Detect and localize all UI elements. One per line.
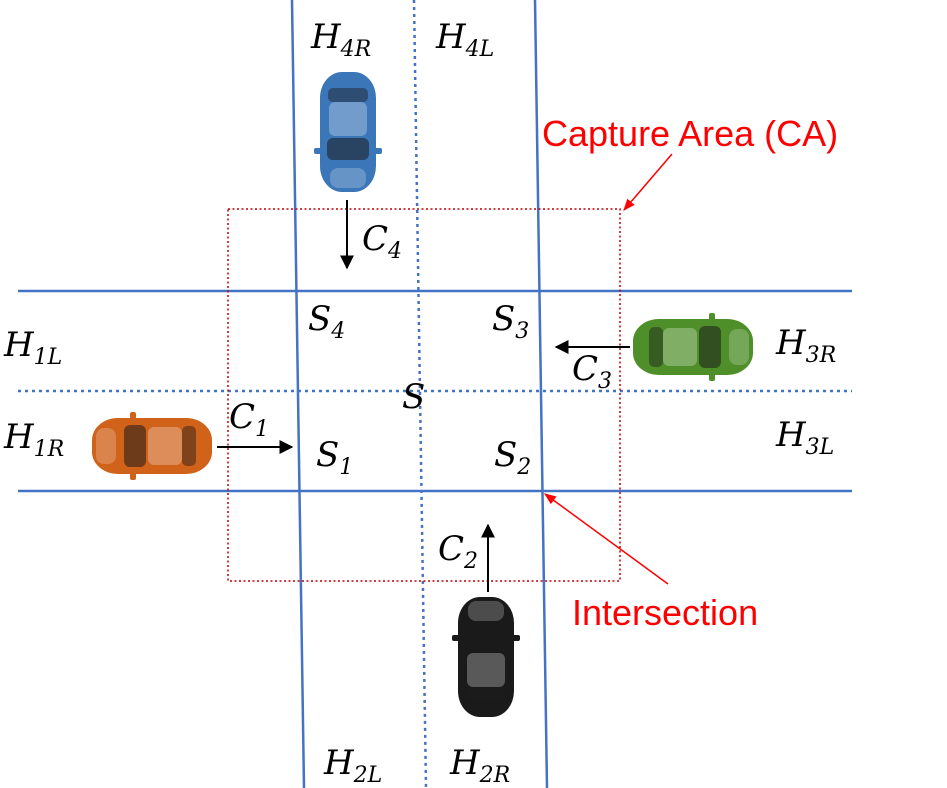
lane-label-h2r: H2R	[449, 743, 510, 788]
intersection-label: Intersection	[572, 592, 758, 633]
sector-label-s1: S1	[316, 435, 353, 480]
motion-label-c2: C2	[438, 529, 478, 574]
car-green-east	[633, 313, 753, 381]
road-left-edge	[290, 0, 306, 788]
road-vertical-center	[412, 0, 428, 788]
center-label-s: S	[402, 377, 425, 417]
sector-label-s2: S2	[494, 435, 531, 480]
sector-label-s4: S4	[308, 299, 345, 344]
lane-label-h3l: H3L	[775, 415, 834, 460]
lane-label-h4l: H4L	[435, 17, 494, 62]
road-right-edge	[533, 0, 549, 788]
lane-label-h1l: H1L	[3, 325, 62, 370]
capture-area-pointer	[623, 153, 673, 211]
capture-area-box	[227, 208, 621, 582]
roads	[18, 0, 852, 788]
car-black-south	[452, 597, 520, 717]
lane-label-h4r: H4R	[310, 17, 371, 62]
lane-label-h2l: H2L	[323, 743, 382, 788]
car-orange-west	[92, 412, 212, 480]
motion-label-c1: C1	[229, 397, 269, 442]
lane-label-h3r: H3R	[775, 323, 836, 368]
motion-label-c4: C4	[362, 219, 402, 264]
motion-label-c3: C3	[572, 349, 612, 394]
sector-label-s3: S3	[492, 299, 529, 344]
capture-area-label: Capture Area (CA)	[542, 113, 838, 154]
lane-label-h1r: H1R	[3, 417, 64, 462]
intersection-pointer	[544, 493, 669, 585]
car-blue-north	[314, 72, 382, 192]
